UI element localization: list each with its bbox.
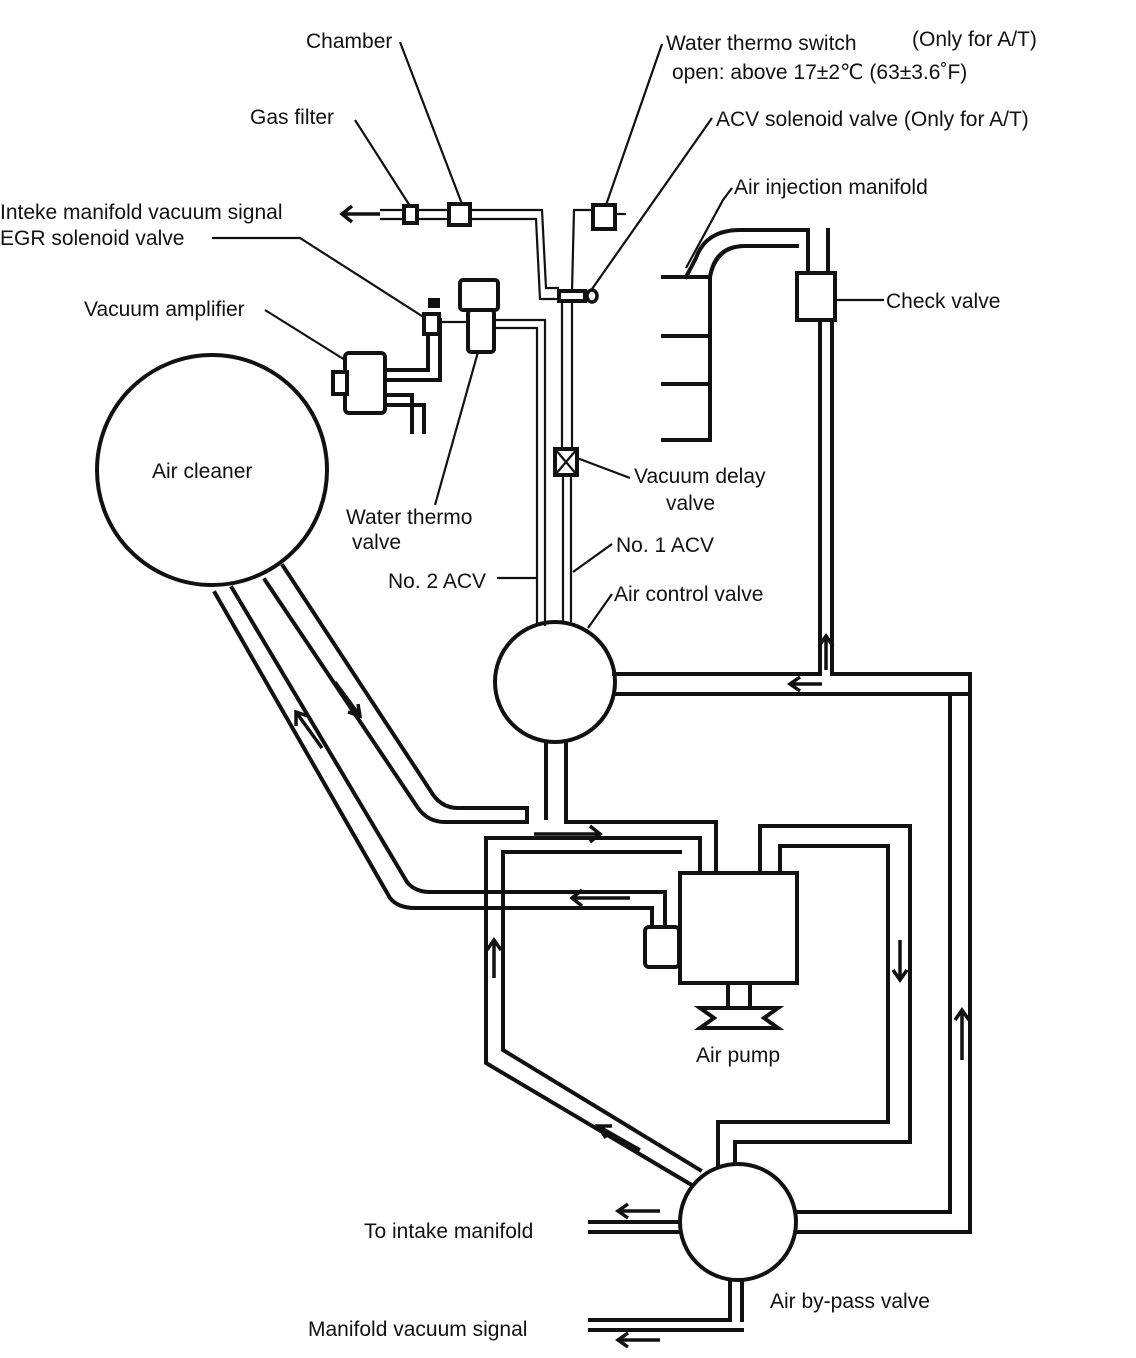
label-intake-vacuum-signal: Inteke manifold vacuum signal [0,201,283,224]
label-vacuum-amplifier: Vacuum amplifier [84,298,245,321]
air-control-valve [493,620,617,744]
label-egr-solenoid-valve: EGR solenoid valve [0,227,184,250]
vacuum-delay-valve [553,447,579,477]
label-air-pump: Air pump [696,1044,780,1067]
label-air-cleaner: Air cleaner [152,460,252,483]
label-manifold-vacuum-signal: Manifold vacuum signal [308,1318,527,1341]
check-valve [795,271,837,322]
label-no1-acv: No. 1 ACV [616,534,714,557]
label-acv-solenoid-valve: ACV solenoid valve (Only for A/T) [716,108,1029,131]
air-injection-manifold [661,228,830,442]
label-air-control-valve: Air control valve [614,583,763,606]
chamber [447,202,472,227]
label-air-bypass-valve: Air by-pass valve [770,1290,930,1313]
water-thermo-switch [591,203,617,231]
label-to-intake-manifold: To intake manifold [364,1220,533,1243]
label-only-for-at: (Only for A/T) [912,28,1037,51]
label-water-thermo-switch: Water thermo switch [666,32,857,55]
label-open-above: open: above 17±2℃ (63±3.6˚F) [672,61,967,84]
air-pump-pulley [693,1006,785,1030]
label-water-thermo: Water thermo [346,506,472,529]
label-chamber: Chamber [306,30,392,53]
label-vacuum-delay: Vacuum delay [634,465,766,488]
label-vacuum-delay-valve: valve [666,492,715,515]
flow-arrows [294,204,971,1349]
label-air-injection-manifold: Air injection manifold [734,176,928,199]
label-check-valve: Check valve [886,290,1000,313]
air-pump [643,871,799,1030]
egr-solenoid-valve [422,298,441,336]
label-no2-acv: No. 2 ACV [388,570,486,593]
gas-filter [402,204,419,225]
vacuum-amplifier [331,318,442,434]
leader-lines [212,41,884,629]
acv-solenoid-valve [557,288,599,304]
air-cleaner [95,353,329,587]
air-bypass-valve [678,1162,798,1282]
water-thermo-valve [458,278,500,354]
label-water-thermo-valve: valve [352,531,401,554]
label-gas-filter: Gas filter [250,106,334,129]
vacuum-lines [380,208,626,626]
air-pipes [212,318,972,1332]
